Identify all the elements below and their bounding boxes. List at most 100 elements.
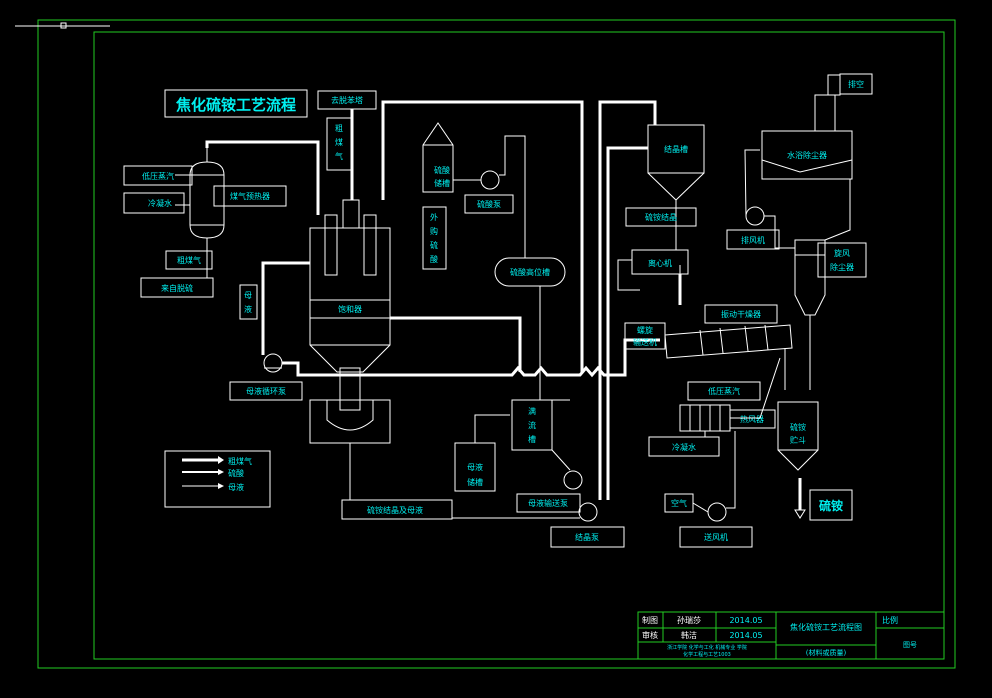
acid-high-tank-label: 硫酸高位槽 [510,267,550,277]
svg-text:贮斗: 贮斗 [790,435,806,445]
svg-text:流: 流 [528,420,536,430]
cool-water-2-box [648,436,720,457]
mother-liquor-v-box [239,284,258,320]
blower-label: 送风机 [704,532,728,542]
vibrating-dryer [664,324,793,359]
svg-text:硫铵: 硫铵 [790,422,806,432]
low-steam-2-label: 低压蒸汽 [708,386,740,396]
mother-pump-label: 母液循环泵 [246,386,286,396]
saturator-label-box [309,299,391,319]
crude-gas-v-box [326,117,352,171]
exhaust-fan-box [726,229,780,250]
vent-box [839,73,873,95]
cool-water-1-box [123,192,185,214]
to-debenzol-label: 去脱苯塔 [331,95,363,105]
svg-text:旋风: 旋风 [834,248,850,258]
ext-acid-box [422,206,447,270]
crude-gas-1-box [165,250,213,270]
crystal-tank-label: 结晶槽 [664,144,688,154]
exhaust-fan-label: 排风机 [741,235,765,245]
svg-text:螺旋: 螺旋 [637,325,653,335]
svg-text:粗: 粗 [335,123,343,133]
tb-school-2: 化学工程与工艺1003 [683,651,731,658]
saturator-inner-left [324,214,338,276]
acid-tank-label-2: 储槽 [434,178,450,188]
mother-pump-box [229,381,303,401]
blower-box [679,526,753,548]
svg-text:槽: 槽 [528,434,536,444]
acid-pump-box [464,194,514,214]
tb-draw-label: 制图 [642,615,658,625]
saturator-bottom [309,399,391,444]
gas-preheater-box [213,185,287,207]
blower-icon [707,502,727,522]
from-desulfur-label: 来自脱硫 [161,283,193,293]
title-box [164,89,308,118]
vibrating-dryer-box [704,304,778,324]
mother-liquor-v-label-2: 液 [244,304,252,314]
low-steam-2-box [687,381,761,401]
mother-liquor-v-label-1: 母 [244,291,252,300]
vibrating-dryer-label: 振动干燥器 [721,309,761,319]
crystal-pump-box [550,526,625,548]
legend-gas: 粗煤气 [228,456,252,466]
legend-acid: 硫酸 [228,468,244,478]
full-tank-box [511,399,553,451]
svg-text:气: 气 [335,151,343,161]
acid-pump-icon [480,170,500,190]
hot-air-box [729,409,776,429]
tb-school-1: 浙江学院 化学与工化 机械专业 学院 [667,644,747,651]
ammonium-crystal-label: 硫铵结晶 [645,212,677,222]
legend-box [164,450,271,508]
svg-text:煤: 煤 [335,137,343,147]
crude-gas-1-label: 粗煤气 [177,255,201,265]
tb-check-date: 2014.05 [729,631,762,640]
to-debenzol-box [317,90,377,110]
crystal-mother-label: 硫铵结晶及母液 [367,505,423,515]
cool-water-2-label: 冷凝水 [672,442,696,452]
ammonium-crystal-box [625,207,697,227]
tb-scale-label: 比例 [882,615,898,625]
diagram-title: 焦化硫铵工艺流程 [175,96,296,114]
hot-air-label: 热风器 [740,414,764,424]
mother-transfer-pump-label: 母液输送泵 [528,498,568,508]
low-steam-1-label: 低压蒸汽 [142,171,174,181]
tb-material-label: (材料或质量) [806,648,847,657]
svg-text:购: 购 [430,226,438,236]
cyclone-box [817,242,867,278]
gas-preheater-label: 煤气预热器 [230,191,270,201]
title-block [637,611,945,660]
svg-text:外: 外 [430,212,438,222]
tb-drawing-name: 焦化硫铵工艺流程图 [790,622,862,632]
exhaust-fan-icon [745,206,765,226]
hot-air-vessel [679,404,731,432]
acid-pump-label: 硫酸泵 [477,199,501,209]
from-desulfur-box [140,277,214,298]
svg-text:除尘器: 除尘器 [830,262,854,272]
cool-water-1-label: 冷凝水 [148,198,172,208]
tb-drawing-no-label: 图号 [903,641,917,649]
tb-draw-date: 2014.05 [729,616,762,625]
acid-tank [422,122,454,193]
air-label: 空气 [671,498,687,508]
svg-text:硫: 硫 [430,240,438,250]
preheater-vessel [189,161,225,239]
water-scrubber-label: 水浴除尘器 [787,150,827,160]
water-scrubber-box [761,130,853,180]
crystal-pump-icon [578,502,598,522]
tb-draw-name: 孙瑞莎 [677,615,701,625]
inner-frame [93,31,945,660]
saturator-label: 饱和器 [338,304,362,314]
acid-tank-label-1: 硫酸 [434,165,450,175]
mother-transfer-pump-icon [563,470,583,490]
centrifuge-box [631,249,689,275]
svg-text:满: 满 [528,406,536,416]
product-hopper [777,401,819,471]
tb-check-name: 韩洁 [681,630,697,640]
mother-transfer-pump-box [516,493,581,513]
svg-text:母液: 母液 [467,462,483,472]
vent-label: 排空 [848,79,864,89]
tb-check-label: 审核 [642,630,658,640]
svg-text:储槽: 储槽 [467,477,483,487]
acid-high-tank [494,257,566,287]
